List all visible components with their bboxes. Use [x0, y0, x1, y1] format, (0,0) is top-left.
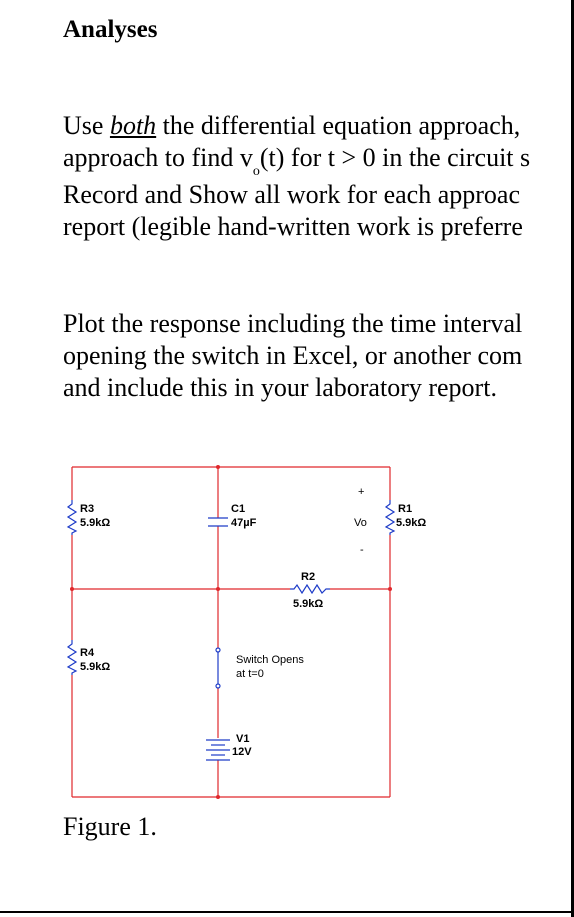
resistor-r3 — [66, 500, 78, 535]
r4-value-label: 5.9kΩ — [80, 661, 110, 673]
v1-value-label: 12V — [232, 746, 252, 758]
section-heading: Analyses — [63, 16, 158, 43]
switch-label-line2: at t=0 — [236, 668, 264, 680]
r2-value-label: 5.9kΩ — [293, 598, 323, 610]
v1-name-label: V1 — [236, 733, 249, 745]
emphasis-both: both — [109, 111, 157, 140]
paragraph-line: Record and Show all work for each approa… — [63, 180, 520, 209]
r3-name-label: R3 — [80, 503, 94, 515]
capacitor-c1 — [208, 517, 228, 527]
resistor-r1 — [384, 500, 396, 535]
vo-label: Vo — [354, 517, 367, 529]
r3-value-label: 5.9kΩ — [80, 517, 110, 529]
page-right-border — [571, 0, 574, 917]
paragraph-line: approach to find vo(t) for t > 0 in the … — [63, 143, 531, 179]
resistor-r2 — [290, 583, 330, 595]
resistor-r4 — [66, 640, 78, 675]
paragraph-line: and include this in your laboratory repo… — [63, 373, 497, 402]
r2-name-label: R2 — [301, 571, 315, 583]
plot-instructions-paragraph: Plot the response including the time int… — [63, 308, 522, 404]
switch-label-line1: Switch Opens — [236, 654, 304, 666]
instructions-paragraph: Use both the differential equation appro… — [63, 110, 530, 243]
battery-v1 — [206, 739, 230, 761]
vo-minus-label: - — [360, 544, 364, 556]
circuit-wires — [71, 466, 391, 798]
r1-value-label: 5.9kΩ — [396, 517, 426, 529]
r4-name-label: R4 — [80, 647, 95, 659]
paragraph-line: report (legible hand-written work is pre… — [63, 212, 523, 241]
paragraph-line: opening the switch in Excel, or another … — [63, 341, 523, 370]
paragraph-line: Plot the response including the time int… — [63, 309, 523, 338]
page-bottom-border — [0, 911, 574, 913]
paragraph-line: Use both the differential equation appro… — [63, 111, 521, 140]
c1-value-label: 47µF — [231, 517, 257, 529]
subscript-o: o — [252, 164, 260, 179]
switch — [215, 647, 221, 689]
vo-plus-label: + — [358, 486, 364, 498]
junction-dots — [70, 465, 392, 799]
r1-name-label: R1 — [398, 503, 412, 515]
figure-caption: Figure 1. — [63, 812, 157, 841]
c1-name-label: C1 — [231, 503, 245, 515]
